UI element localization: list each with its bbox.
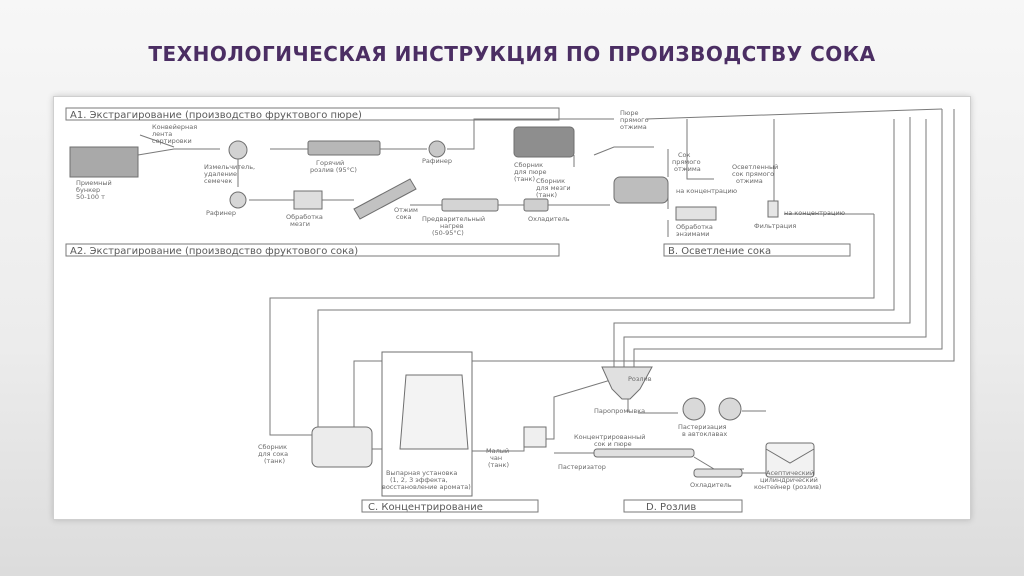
aseptic-container-valve xyxy=(765,448,815,464)
section-a1-box xyxy=(65,107,560,121)
bottling-hopper xyxy=(601,366,653,400)
label-bottling: Розлив xyxy=(628,375,652,383)
evaporator-inner xyxy=(399,374,469,450)
section-a2-title: A2. Экстрагирование (производство фрукто… xyxy=(70,246,358,257)
press-screw xyxy=(353,178,417,220)
section-a1-title: A1. Экстрагирование (производство фрукто… xyxy=(70,110,362,121)
section-b-box xyxy=(663,243,851,257)
autoclave-2-icon xyxy=(718,397,742,421)
cooler-2 xyxy=(693,468,743,478)
refiner-1-icon xyxy=(428,140,446,158)
section-c-box xyxy=(361,499,539,513)
label-refiner-2: Рафинер xyxy=(206,209,236,217)
section-d-box xyxy=(623,499,743,513)
cooler-1 xyxy=(523,198,549,212)
pulp-treatment-vessel xyxy=(293,190,323,210)
section-a2-box xyxy=(65,243,560,257)
pasteurizer xyxy=(593,448,695,458)
receiving-hopper xyxy=(69,146,139,178)
label-refiner-1: Рафинер xyxy=(422,157,452,165)
preheater xyxy=(441,198,499,212)
process-diagram-panel: A1. Экстрагирование (производство фрукто… xyxy=(53,96,971,520)
section-d-title: D. Розлив xyxy=(646,502,696,513)
refiner-2-icon xyxy=(229,191,247,209)
small-tank xyxy=(523,426,547,448)
label-filtration: Фильтрация xyxy=(754,222,796,230)
filter xyxy=(767,200,779,218)
enzyme-vessel xyxy=(675,206,717,221)
section-b-title: B. Осветление сока xyxy=(668,246,771,257)
section-c-title: C. Концентрирование xyxy=(368,502,483,513)
autoclave-1-icon xyxy=(682,397,706,421)
juice-tank-2 xyxy=(311,426,373,468)
page-title: ТЕХНОЛОГИЧЕСКАЯ ИНСТРУКЦИЯ ПО ПРОИЗВОДСТ… xyxy=(148,42,876,66)
label-evaporator: Выпарная установка(1, 2, 3 эффекта,восст… xyxy=(382,469,471,491)
label-steam: Паропромывка xyxy=(594,407,645,415)
label-to-concentration-1: на концентрацию xyxy=(676,187,738,195)
aseptic-container xyxy=(765,442,815,478)
label-pasteurizer: Пастеризатор xyxy=(558,463,606,471)
hot-fill-heat-exchanger xyxy=(307,140,381,156)
process-flow-diagram: A1. Экстрагирование (производство фрукто… xyxy=(65,107,955,513)
label-to-concentration-2: на концентрацию xyxy=(784,209,846,217)
label-cooler-1: Охладитель xyxy=(528,215,570,223)
chopper-icon xyxy=(228,140,248,160)
puree-tank xyxy=(513,126,575,158)
juice-tank-1 xyxy=(613,176,669,204)
label-cooler-2: Охладитель xyxy=(690,481,732,489)
